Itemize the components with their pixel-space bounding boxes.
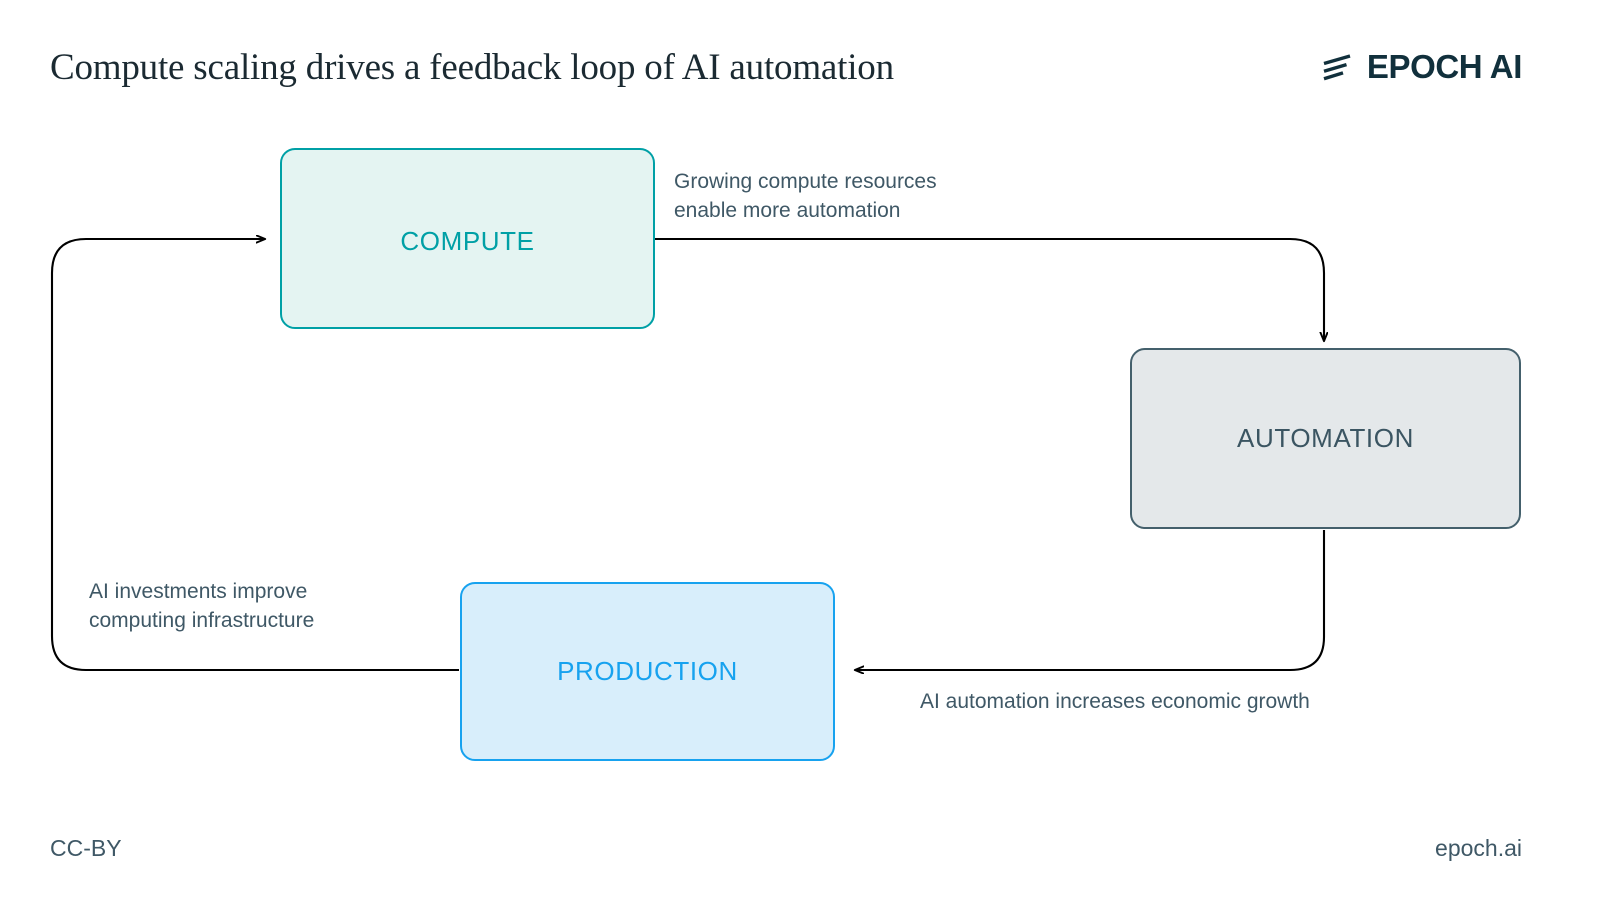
node-automation-label: AUTOMATION [1237, 423, 1414, 453]
edge-label-automation-to-production: AI automation increases economic growth [920, 690, 1310, 713]
epoch-ai-logo: EPOCH AI [1320, 50, 1522, 83]
node-production[interactable]: PRODUCTION [460, 582, 835, 761]
node-automation[interactable]: AUTOMATION [1130, 348, 1521, 529]
footer-site-url: epoch.ai [1435, 835, 1522, 861]
footer-license: CC-BY [50, 835, 122, 861]
page-title: Compute scaling drives a feedback loop o… [50, 47, 894, 88]
arrow-automation-to-production [855, 530, 1326, 670]
arrow-compute-to-automation [655, 237, 1324, 341]
node-production-label: PRODUCTION [557, 656, 738, 686]
epoch-ai-wordmark: EPOCH AI [1366, 48, 1523, 85]
node-compute[interactable]: COMPUTE [280, 148, 655, 329]
epoch-stripes-icon [1323, 53, 1351, 80]
node-compute-label: COMPUTE [400, 226, 535, 256]
edge-label-compute-to-automation: Growing compute resources enable more au… [674, 170, 937, 222]
edge-label-production-to-compute: AI investments improve computing infrast… [89, 580, 315, 632]
